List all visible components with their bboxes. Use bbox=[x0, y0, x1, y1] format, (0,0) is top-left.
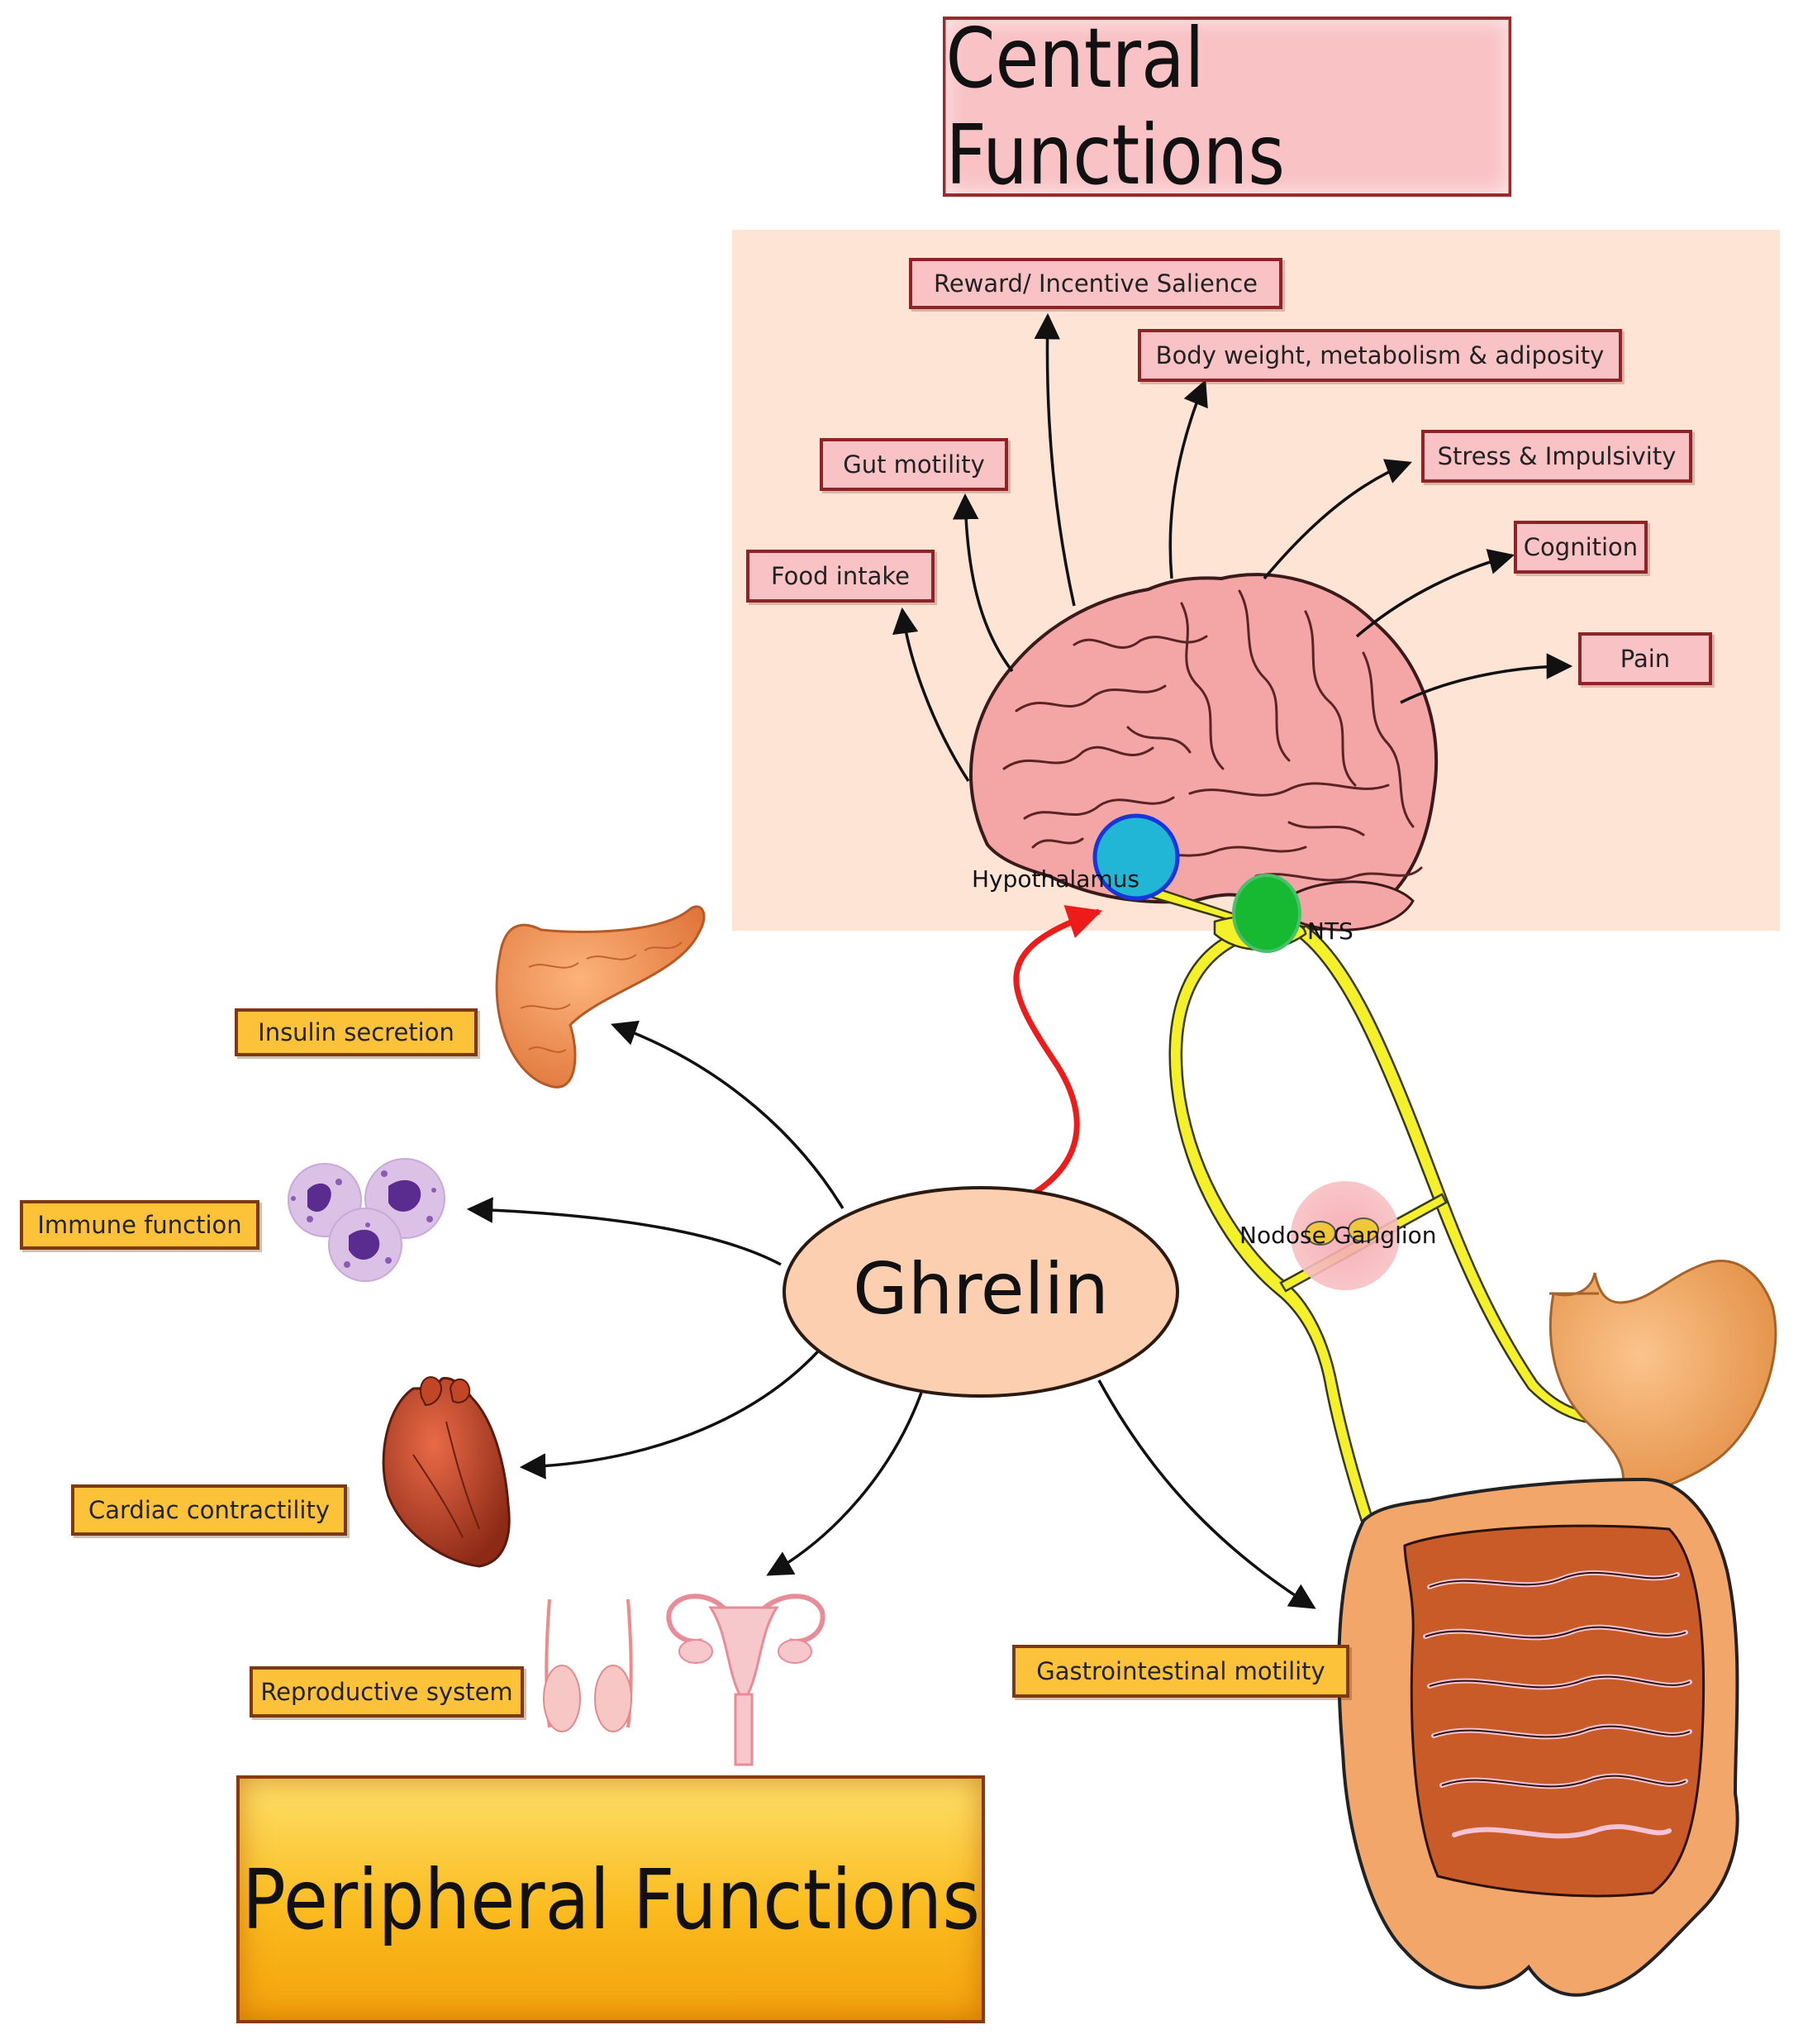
nodose-ganglion bbox=[1291, 1181, 1400, 1290]
label-immune-function: Immune function bbox=[20, 1200, 259, 1250]
ghrelin-hub bbox=[783, 1186, 1179, 1398]
hypothalamus-marker bbox=[1092, 813, 1180, 901]
nts-marker bbox=[1232, 874, 1301, 953]
label-pain: Pain bbox=[1578, 632, 1712, 685]
arrow-gi bbox=[1097, 1379, 1316, 1609]
peripheral-functions-title: Peripheral Functions bbox=[236, 1775, 985, 2023]
arrow-stress bbox=[1263, 459, 1412, 580]
label-gastrointestinal-motility: Gastrointestinal motility bbox=[1012, 1645, 1349, 1698]
arrow-cognition bbox=[1355, 549, 1515, 638]
central-arrows bbox=[892, 312, 1573, 782]
label-insulin-secretion: Insulin secretion bbox=[235, 1008, 478, 1056]
heart-icon bbox=[382, 1376, 511, 1568]
arrow-body-weight bbox=[1168, 379, 1208, 579]
peripheral-arrows bbox=[466, 1020, 1316, 1609]
label-cognition: Cognition bbox=[1514, 521, 1648, 574]
label-stress-impulsivity: Stress & Impulsivity bbox=[1421, 430, 1692, 483]
label-body-weight: Body weight, metabolism & adiposity bbox=[1138, 329, 1622, 382]
ghrelin-to-hypothalamus-arrow bbox=[964, 905, 1102, 1230]
female-reproductive-icon bbox=[666, 1594, 825, 1766]
immune-cells-icon bbox=[288, 1158, 445, 1282]
arrow-reward bbox=[1034, 312, 1076, 607]
stomach-icon bbox=[1548, 1260, 1777, 1498]
brain-illustration bbox=[968, 573, 1439, 931]
nodose-ganglion-label: Nodose Ganglion bbox=[1239, 1222, 1437, 1249]
label-reward: Reward/ Incentive Salience bbox=[909, 258, 1282, 309]
arrow-reproductive bbox=[766, 1392, 923, 1576]
arrow-pain bbox=[1400, 653, 1573, 704]
central-functions-title: Central Functions bbox=[943, 10, 1511, 203]
label-food-intake: Food intake bbox=[746, 550, 935, 603]
male-reproductive-icon bbox=[543, 1599, 633, 1732]
hypothalamus-label: Hypothalamus bbox=[972, 865, 1139, 893]
intestines-icon bbox=[1337, 1477, 1739, 1997]
arrow-gut-motility bbox=[952, 493, 1014, 673]
label-gut-motility: Gut motility bbox=[820, 438, 1008, 491]
label-cardiac-contractility: Cardiac contractility bbox=[71, 1484, 347, 1536]
arrow-food-intake bbox=[892, 607, 970, 782]
pancreas-icon bbox=[495, 905, 706, 1089]
arrow-immune bbox=[466, 1197, 782, 1266]
label-reproductive-system: Reproductive system bbox=[250, 1666, 524, 1718]
nts-label: NTS bbox=[1307, 917, 1353, 945]
ghrelin-label: Ghrelin bbox=[853, 1248, 1109, 1331]
arrow-cardiac bbox=[519, 1350, 820, 1479]
arrow-insulin bbox=[611, 1020, 844, 1209]
